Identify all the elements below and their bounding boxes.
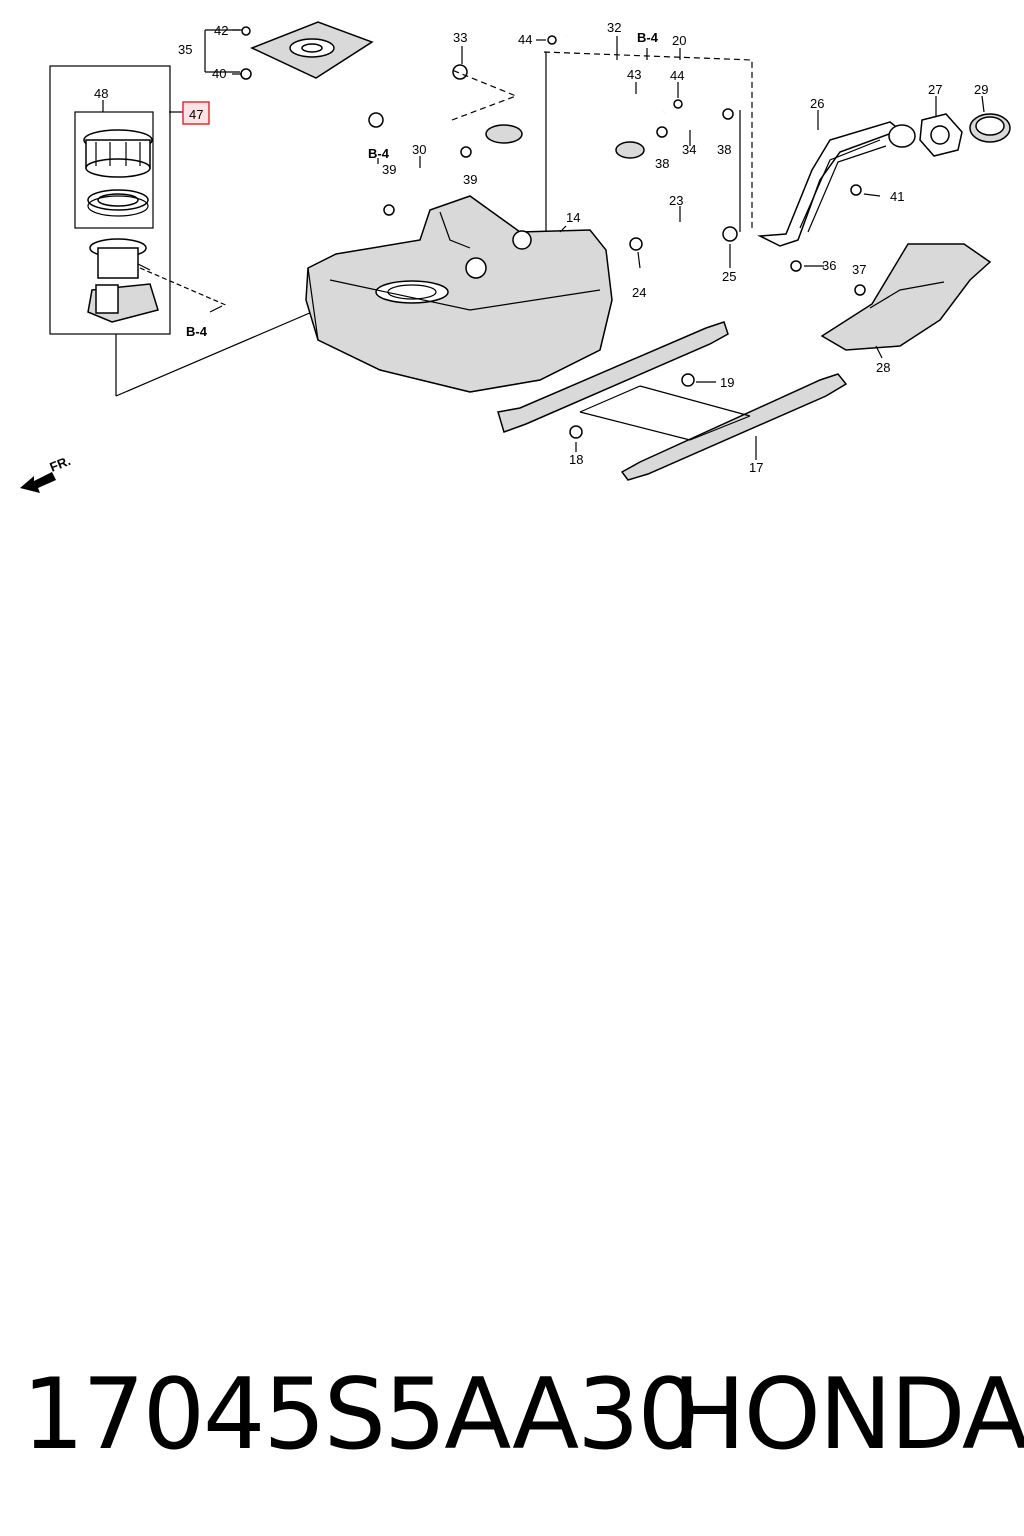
callout-35: 35 [178, 42, 192, 57]
callout-41: 41 [890, 189, 904, 204]
filler-pipe-part [757, 121, 916, 247]
callout-20: 20 [672, 33, 686, 48]
parts-diagram: 14 17 18 19 20 23 24 25 26 27 28 29 30 3… [20, 20, 1011, 493]
callout-43: 43 [627, 67, 641, 82]
ref-b4-top: B-4 [637, 30, 659, 45]
callout-38-left: 38 [655, 156, 669, 171]
callout-39-right: 39 [463, 172, 477, 187]
callout-18: 18 [569, 452, 583, 467]
direction-label: FR. [48, 453, 73, 475]
lock-ring-part [83, 129, 153, 178]
access-cover-part [250, 21, 374, 79]
callout-40: 40 [212, 66, 226, 81]
screw-icon [241, 26, 251, 36]
callout-48: 48 [94, 86, 108, 101]
highlight-box [182, 101, 210, 125]
callout-36: 36 [822, 258, 836, 273]
part-number: 17045S5AA30 [22, 1358, 700, 1472]
callout-23: 23 [669, 193, 683, 208]
filler-base-part [919, 113, 963, 157]
fuel-cap-part [969, 113, 1011, 143]
callout-47: 47 [189, 107, 203, 122]
ref-b4-left: B-4 [368, 146, 390, 161]
callout-42: 42 [214, 23, 228, 38]
callout-24: 24 [632, 285, 646, 300]
splash-guard-part [820, 243, 992, 351]
callout-44-right: 44 [670, 68, 684, 83]
callout-38-right: 38 [717, 142, 731, 157]
callout-30: 30 [412, 142, 426, 157]
callout-26: 26 [810, 96, 824, 111]
seal-group-box [74, 111, 154, 229]
callout-32: 32 [607, 20, 621, 35]
fuel-tank [305, 195, 613, 393]
seal-ring-part [87, 189, 149, 217]
callout-39-left: 39 [382, 162, 396, 177]
tank-strap-part [497, 321, 848, 481]
front-direction-arrow-icon [20, 472, 56, 493]
callout-37: 37 [852, 262, 866, 277]
nut-icon [240, 68, 252, 80]
filter-part [485, 124, 523, 144]
fuel-pump-module [87, 238, 159, 323]
callout-14: 14 [566, 210, 580, 225]
pump-assembly-box [49, 65, 171, 335]
callout-33: 33 [453, 30, 467, 45]
callout-29: 29 [974, 82, 988, 97]
callout-25: 25 [722, 269, 736, 284]
ref-b4-pump: B-4 [186, 324, 208, 339]
callout-34: 34 [682, 142, 696, 157]
callout-44-left: 44 [518, 32, 532, 47]
brand-name: HONDA [672, 1358, 1024, 1472]
callout-27: 27 [928, 82, 942, 97]
callout-19: 19 [720, 375, 734, 390]
callout-28: 28 [876, 360, 890, 375]
callout-17: 17 [749, 460, 763, 475]
